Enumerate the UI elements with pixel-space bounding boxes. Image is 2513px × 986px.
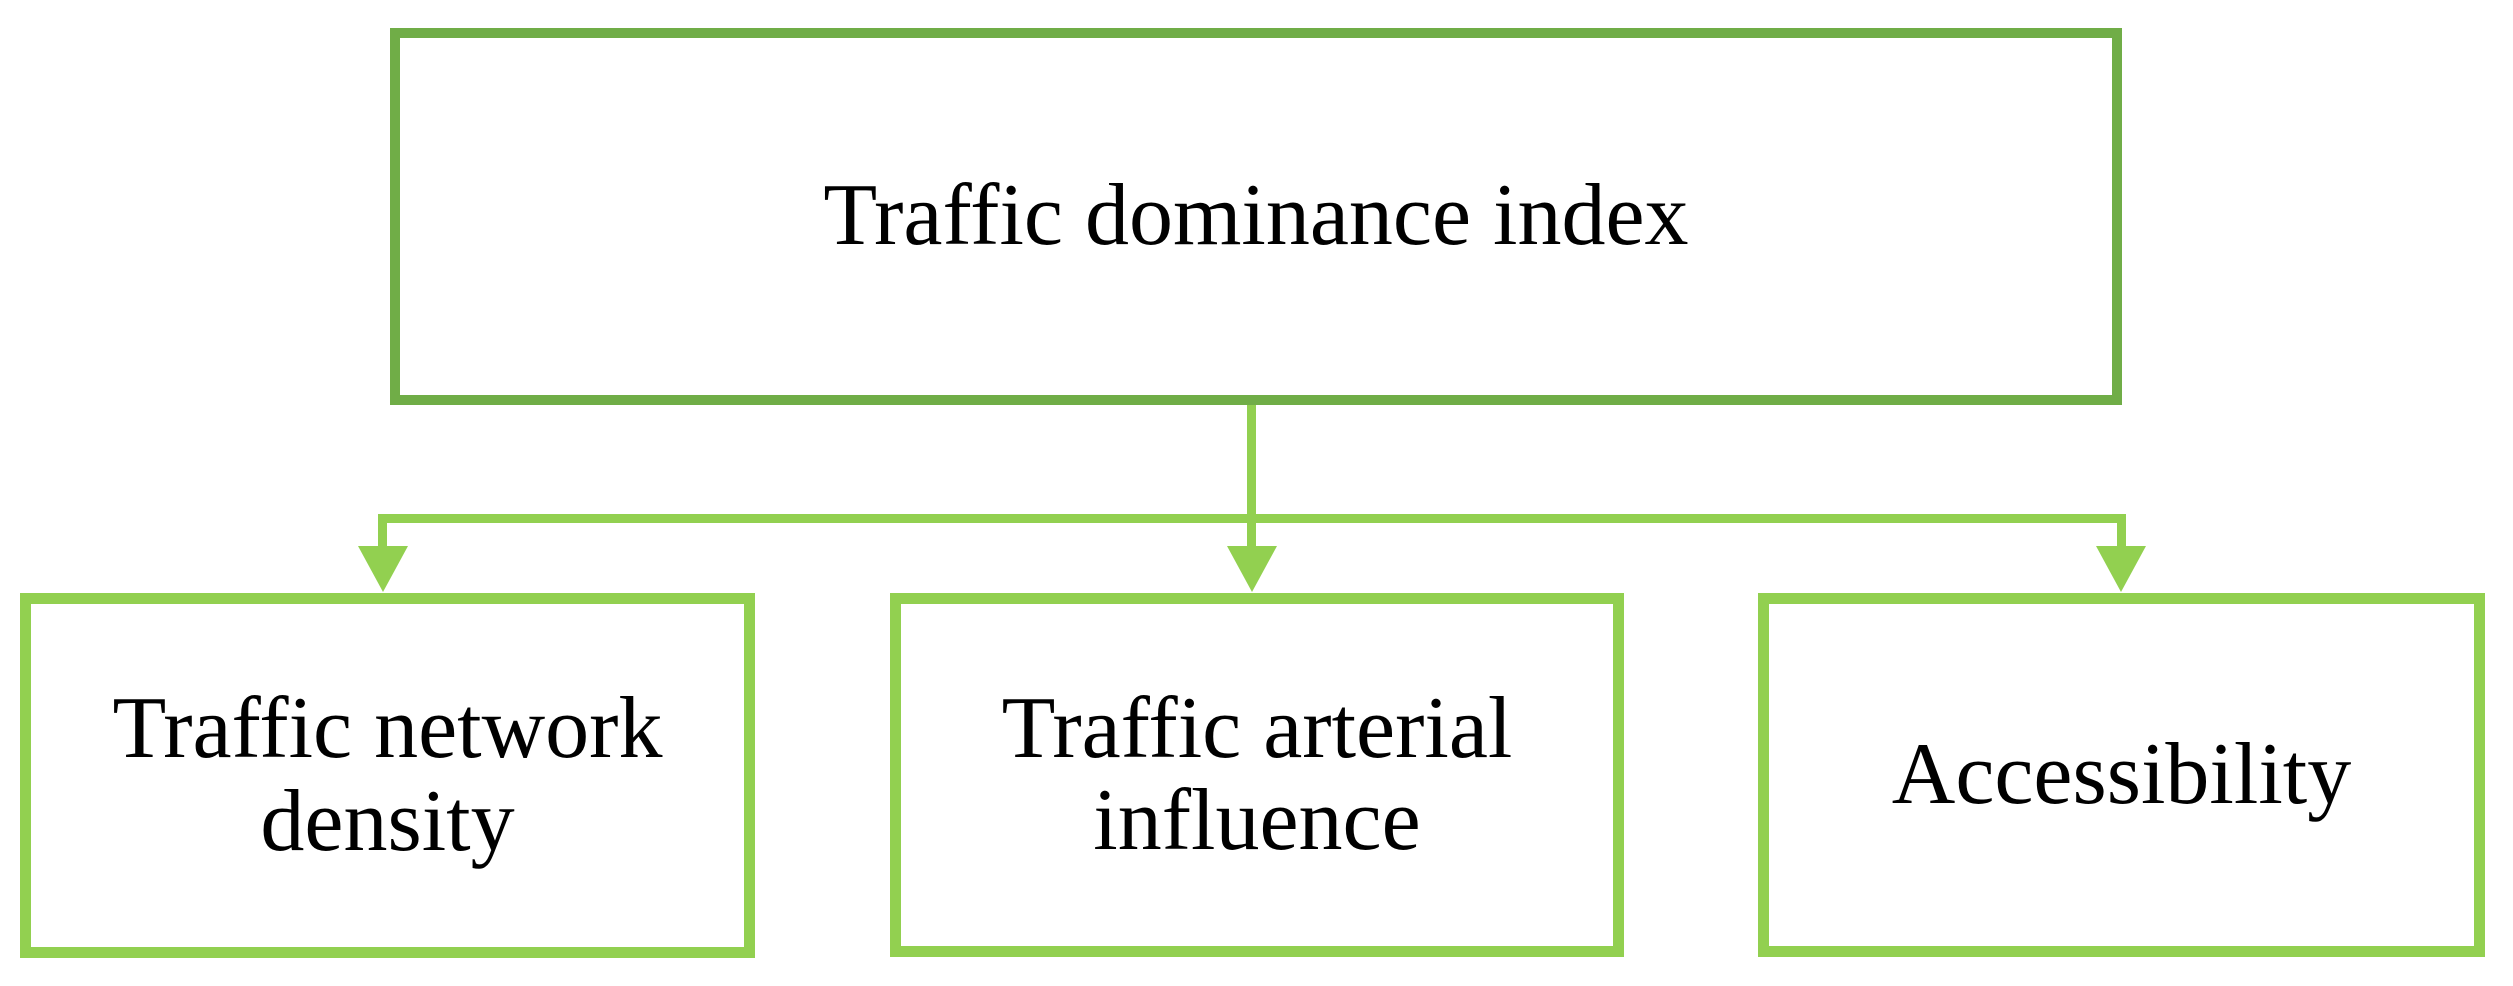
node-accessibility-label: Accessibility xyxy=(1891,725,2352,823)
node-accessibility: Accessibility xyxy=(1758,593,2485,957)
node-traffic-arterial-influence-label: Traffic arterial influence xyxy=(1001,679,1513,869)
connector-horizontal-line xyxy=(378,514,2126,523)
node-traffic-network-density: Traffic network density xyxy=(20,593,755,958)
node-traffic-dominance-index: Traffic dominance index xyxy=(390,28,2122,405)
arrow-down-icon-middle xyxy=(1227,546,1277,592)
connector-right-stub-line xyxy=(2117,519,2126,549)
node-traffic-dominance-index-label: Traffic dominance index xyxy=(823,167,1689,265)
node-traffic-arterial-influence: Traffic arterial influence xyxy=(890,593,1624,957)
arrow-down-icon-left xyxy=(358,546,408,592)
arrow-down-icon-right xyxy=(2096,546,2146,592)
connector-root-vertical-line xyxy=(1247,405,1256,547)
node-traffic-network-density-label: Traffic network density xyxy=(112,680,663,870)
connector-left-stub-line xyxy=(378,519,387,549)
